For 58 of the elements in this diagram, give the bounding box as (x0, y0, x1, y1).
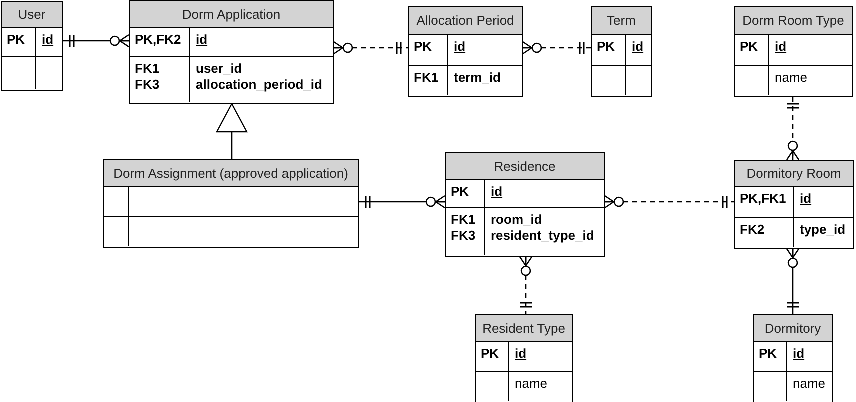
column-name: id (491, 184, 503, 200)
entity-name: Term (592, 7, 651, 35)
entity-table (129, 0, 334, 104)
key-label: PK (740, 39, 758, 55)
column-name: room_id resident_type_id (491, 212, 594, 244)
column-name: id (42, 32, 54, 48)
key-label: PK (597, 39, 616, 55)
relationship-line (359, 195, 446, 209)
entity-table (1, 1, 63, 91)
column-name: name (515, 376, 548, 392)
entity-table (445, 152, 605, 257)
column-name: user_id allocation_period_id (196, 61, 322, 93)
column-name: name (775, 70, 808, 86)
entity-table (591, 6, 652, 97)
key-label: PK,FK2 (135, 32, 182, 48)
key-label: PK (451, 184, 470, 200)
column-name: id (454, 39, 466, 55)
entity-name: Dormitory (754, 315, 832, 342)
relationship-line (604, 195, 734, 209)
entity-table (734, 160, 854, 249)
inheritance-arrow (216, 103, 248, 159)
entity-table (103, 159, 359, 248)
entity-name: Allocation Period (409, 7, 522, 35)
entity-name: Dorm Room Type (735, 7, 852, 35)
column-name: id (775, 39, 787, 55)
key-label: FK1 (414, 70, 439, 86)
column-name: type_id (800, 222, 846, 238)
key-label: FK1 FK3 (451, 212, 476, 244)
relationship-line (786, 97, 800, 161)
entity-table (734, 6, 853, 97)
key-label: FK2 (740, 222, 765, 238)
key-label: FK1 FK3 (135, 61, 160, 93)
relationship-line (786, 248, 800, 314)
entity-name: Dorm Assignment (approved application) (104, 160, 358, 187)
entity-name: Resident Type (476, 315, 572, 342)
column-name: id (196, 32, 208, 48)
key-label: PK (481, 346, 500, 362)
column-name: id (515, 346, 527, 362)
entity-table (475, 314, 573, 402)
key-label: PK (414, 39, 432, 55)
relationship-line (63, 34, 130, 48)
column-name: term_id (454, 70, 501, 86)
column-name: name (793, 376, 826, 392)
relationship-line (333, 41, 408, 55)
column-name: id (800, 191, 812, 207)
key-label: PK,FK1 (740, 191, 786, 207)
entity-name: Dorm Application (130, 1, 333, 28)
entity-table (408, 6, 523, 97)
column-name: id (793, 346, 805, 362)
relationship-line (519, 256, 533, 314)
column-name: id (632, 39, 644, 55)
entity-name: Dormitory Room (735, 161, 853, 187)
key-label: PK (759, 346, 778, 362)
key-label: PK (7, 32, 26, 48)
entity-name: Residence (446, 153, 604, 180)
entity-table (753, 314, 833, 402)
relationship-line (522, 41, 591, 55)
entity-name: User (2, 2, 62, 28)
